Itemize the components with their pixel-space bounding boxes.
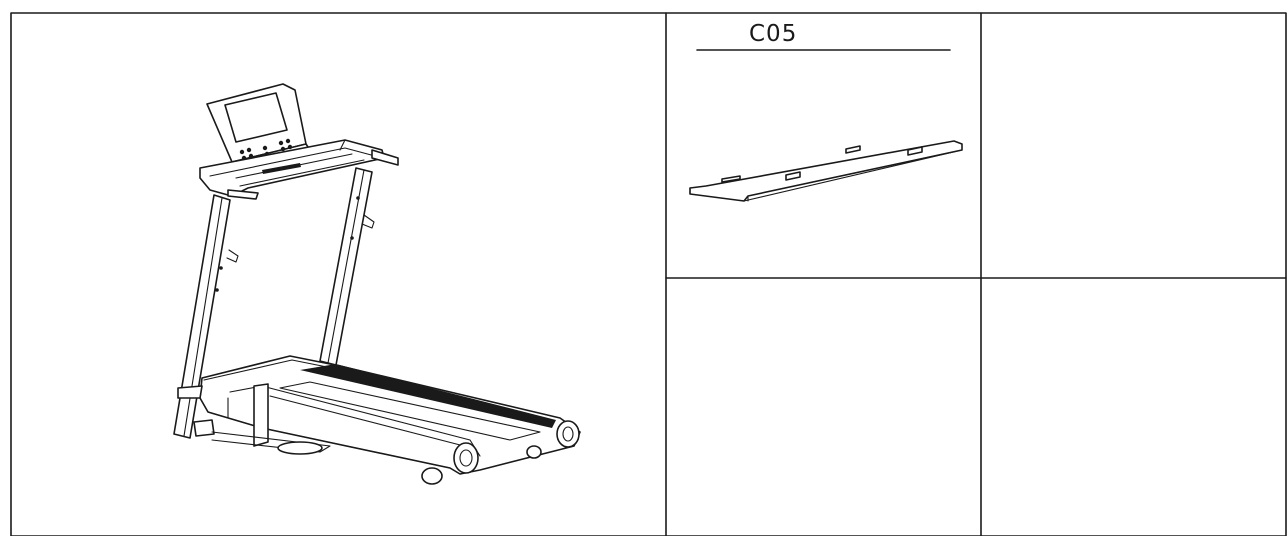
part-label: C05 xyxy=(749,21,798,47)
left-upright xyxy=(173,194,239,439)
panel-plate xyxy=(689,140,963,202)
console-buttons xyxy=(239,138,293,161)
empty-cell-bottom-middle xyxy=(666,278,981,536)
part-cell-c05: C05 xyxy=(666,13,981,278)
handlebar-frame xyxy=(199,139,399,200)
empty-cell-top-right xyxy=(981,13,1286,278)
table-outer-border xyxy=(10,12,1287,536)
treadmill-deck xyxy=(177,355,581,485)
empty-cell-bottom-right xyxy=(981,278,1286,536)
